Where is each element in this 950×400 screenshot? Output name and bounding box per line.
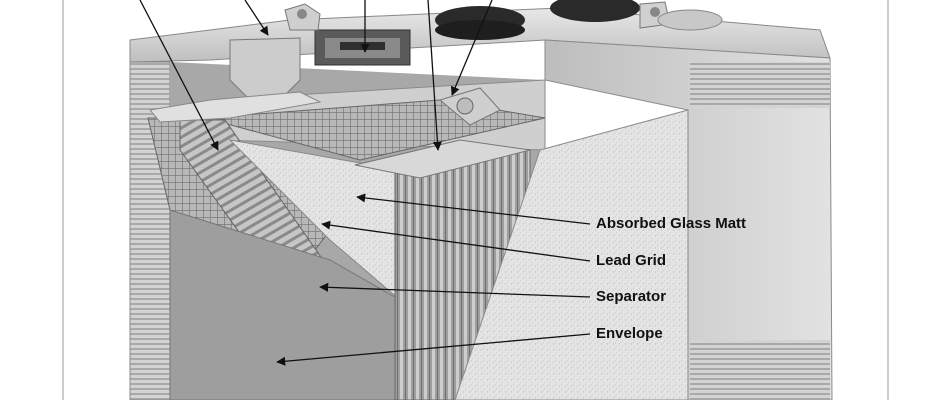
leader-line-top-1 bbox=[139, 0, 219, 151]
left-terminal-post bbox=[229, 37, 301, 101]
label-lead-grid: Lead Grid bbox=[596, 252, 667, 269]
case-rib-top bbox=[690, 62, 830, 108]
leader-line-separator bbox=[319, 282, 591, 298]
leader-line-top-2 bbox=[244, 0, 269, 36]
bus-bar-strap bbox=[354, 139, 531, 179]
front-glass-mat-panel bbox=[454, 109, 689, 400]
leader-line-absorbed-glass-matt bbox=[356, 193, 591, 225]
label-separator: Separator bbox=[596, 288, 667, 305]
leader-line-envelope bbox=[276, 333, 591, 366]
terminal-post-hole bbox=[456, 97, 474, 115]
leader-line-top-4 bbox=[427, 0, 442, 151]
label-absorbed-glass-matt: Absorbed Glass Matt bbox=[596, 215, 747, 232]
vent-valve-cap bbox=[340, 42, 385, 50]
top-terminal-left-hole bbox=[297, 9, 307, 19]
leader-line-lead-grid bbox=[321, 220, 591, 262]
top-terminal-right-hole bbox=[650, 7, 660, 17]
left-bus-strap bbox=[149, 91, 322, 123]
cell-cap-right bbox=[550, 0, 640, 22]
leader-line-top-5 bbox=[450, 0, 493, 96]
top-terminal-right-base bbox=[657, 9, 723, 31]
label-envelope: Envelope bbox=[596, 325, 663, 342]
case-rib-bottom bbox=[690, 340, 830, 400]
